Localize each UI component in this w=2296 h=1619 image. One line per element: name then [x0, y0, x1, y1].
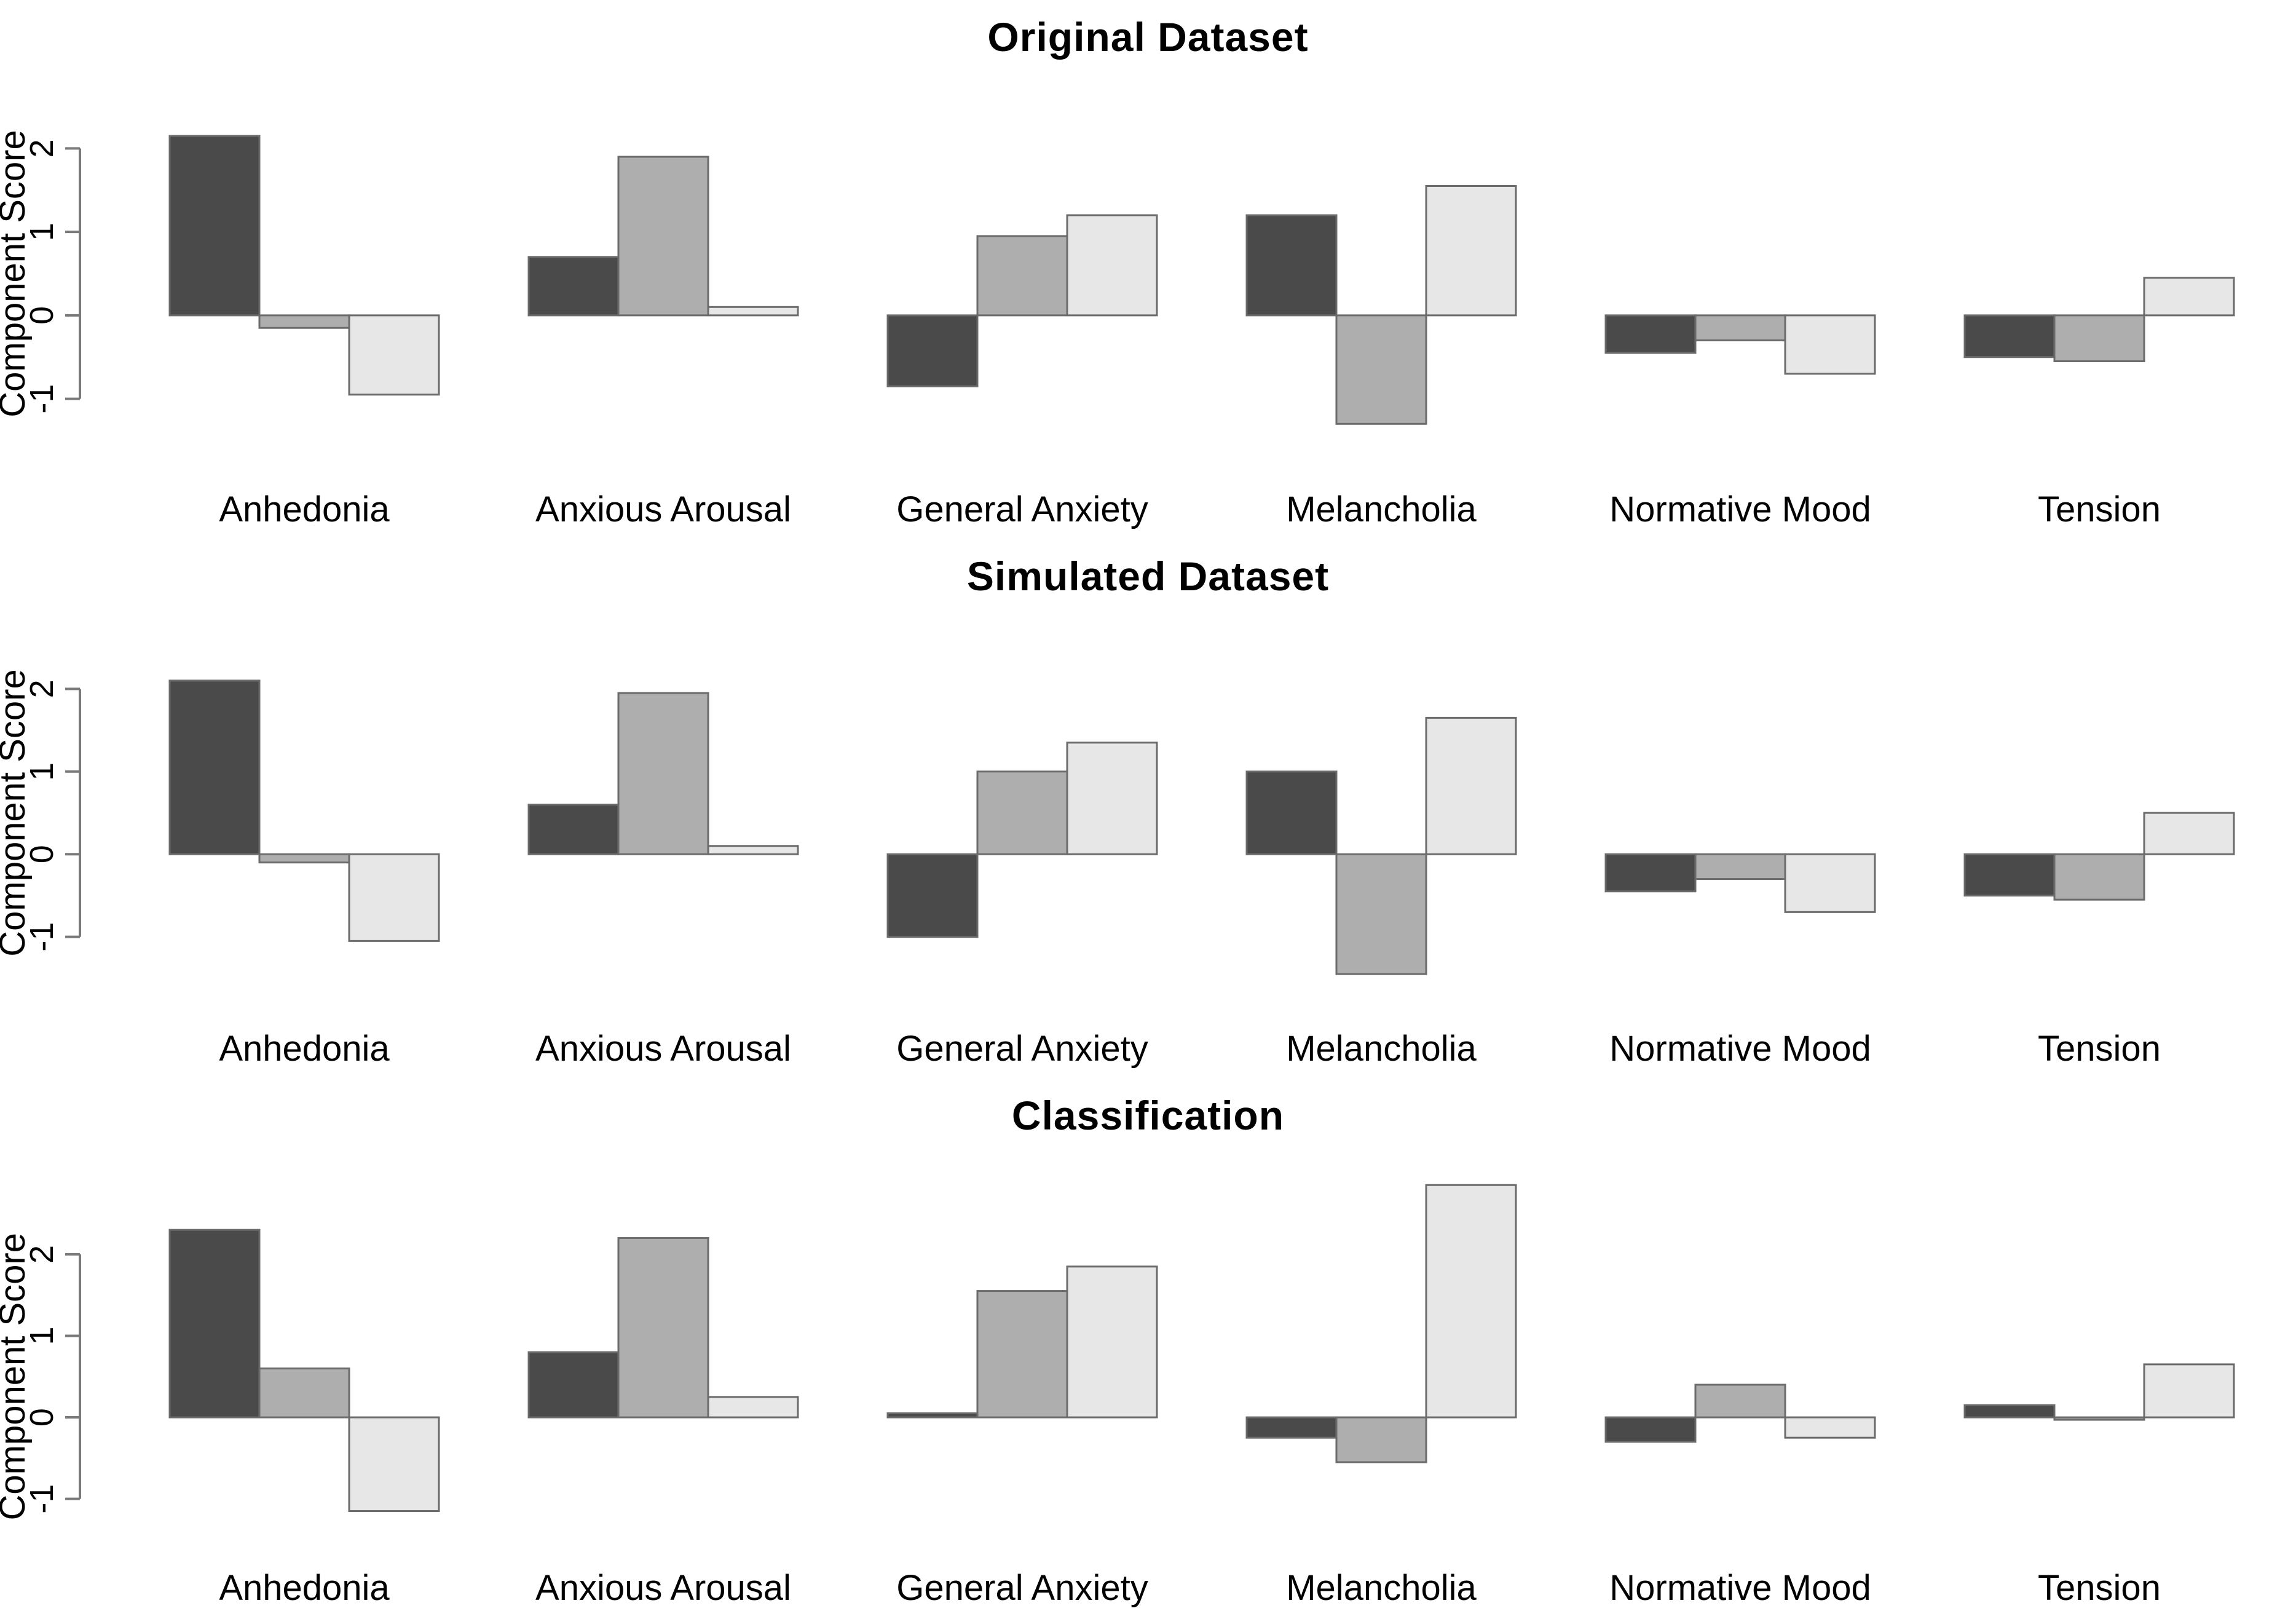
bar-anhedonia-medium-gray — [258, 314, 350, 329]
bar-melancholia-medium-gray — [1335, 1416, 1427, 1463]
bar-anhedonia-dark-gray — [168, 1229, 261, 1419]
bar-tension-dark-gray — [1963, 1404, 2056, 1419]
category-label: General Anxiety — [896, 1568, 1148, 1608]
bar-normative-mood-dark-gray — [1604, 1416, 1697, 1443]
bar-normative-mood-medium-gray — [1694, 1383, 1786, 1419]
bar-anhedonia-light-gray — [348, 1416, 440, 1512]
bar-anhedonia-light-gray — [348, 853, 440, 942]
bar-anxious-arousal-light-gray — [707, 845, 799, 855]
bar-normative-mood-medium-gray — [1694, 853, 1786, 881]
bar-general-anxiety-medium-gray — [976, 1290, 1068, 1419]
bar-tension-dark-gray — [1963, 853, 2056, 897]
panel-title-simulated: Simulated Dataset — [966, 553, 1330, 599]
category-label: Normative Mood — [1609, 489, 1871, 529]
y-axis-tick-label: 1 — [23, 1326, 60, 1345]
y-axis-tick-label: -1 — [23, 1484, 60, 1514]
bar-anxious-arousal-dark-gray — [527, 1351, 620, 1419]
bar-melancholia-dark-gray — [1245, 214, 1338, 317]
bar-anhedonia-dark-gray — [168, 679, 261, 855]
category-label: General Anxiety — [896, 489, 1148, 529]
bar-melancholia-light-gray — [1425, 716, 1517, 855]
y-axis-title: Component Score — [0, 130, 33, 417]
bar-tension-medium-gray — [2053, 1416, 2145, 1421]
bar-general-anxiety-medium-gray — [976, 770, 1068, 855]
y-axis-tick-label: 0 — [23, 306, 60, 325]
bar-general-anxiety-dark-gray — [886, 853, 979, 938]
bar-anxious-arousal-light-gray — [707, 1396, 799, 1419]
category-label: Normative Mood — [1609, 1029, 1871, 1069]
bar-melancholia-dark-gray — [1245, 770, 1338, 855]
bar-melancholia-light-gray — [1425, 185, 1517, 317]
y-axis-tick-label: 0 — [23, 1408, 60, 1427]
bar-general-anxiety-light-gray — [1066, 214, 1158, 317]
y-axis-tick-label: -1 — [23, 384, 60, 414]
bar-normative-mood-dark-gray — [1604, 314, 1697, 354]
y-axis-tick-label: 2 — [23, 1245, 60, 1264]
bar-anhedonia-medium-gray — [258, 853, 350, 864]
bar-anxious-arousal-medium-gray — [617, 1237, 709, 1419]
bar-anhedonia-dark-gray — [168, 135, 261, 317]
bar-anxious-arousal-dark-gray — [527, 256, 620, 317]
category-label: Anxious Arousal — [535, 489, 791, 529]
bar-general-anxiety-dark-gray — [886, 314, 979, 387]
bar-anxious-arousal-medium-gray — [617, 156, 709, 317]
category-label: Tension — [2038, 489, 2161, 529]
bar-tension-light-gray — [2143, 277, 2235, 317]
bar-general-anxiety-light-gray — [1066, 742, 1158, 855]
category-label: Melancholia — [1286, 1568, 1477, 1608]
category-label: Anhedonia — [219, 489, 390, 529]
bar-anxious-arousal-medium-gray — [617, 692, 709, 855]
bar-normative-mood-light-gray — [1784, 314, 1876, 375]
bar-tension-medium-gray — [2053, 853, 2145, 901]
bar-anxious-arousal-dark-gray — [527, 804, 620, 855]
bar-normative-mood-light-gray — [1784, 1416, 1876, 1439]
bar-tension-medium-gray — [2053, 314, 2145, 363]
bar-melancholia-medium-gray — [1335, 314, 1427, 425]
y-axis-tick-label: 2 — [23, 139, 60, 157]
bar-tension-dark-gray — [1963, 314, 2056, 358]
panel-title-original: Original Dataset — [987, 14, 1309, 60]
bar-normative-mood-dark-gray — [1604, 853, 1697, 893]
category-label: Anxious Arousal — [535, 1029, 791, 1069]
bar-anhedonia-medium-gray — [258, 1368, 350, 1419]
bar-general-anxiety-dark-gray — [886, 1412, 979, 1419]
bar-melancholia-medium-gray — [1335, 853, 1427, 975]
category-label: Melancholia — [1286, 489, 1477, 529]
bar-tension-light-gray — [2143, 1363, 2235, 1419]
bar-general-anxiety-light-gray — [1066, 1265, 1158, 1419]
category-label: Tension — [2038, 1568, 2161, 1608]
bar-normative-mood-medium-gray — [1694, 314, 1786, 342]
bar-melancholia-light-gray — [1425, 1184, 1517, 1419]
y-axis-tick-label: 2 — [23, 679, 60, 698]
category-label: Tension — [2038, 1029, 2161, 1069]
y-axis-tick-label: 1 — [23, 223, 60, 241]
bar-general-anxiety-medium-gray — [976, 235, 1068, 317]
bar-normative-mood-light-gray — [1784, 853, 1876, 913]
bar-anhedonia-light-gray — [348, 314, 440, 396]
category-label: Melancholia — [1286, 1029, 1477, 1069]
category-label: General Anxiety — [896, 1029, 1148, 1069]
y-axis-tick-label: -1 — [23, 922, 60, 952]
panel-title-classification: Classification — [1011, 1093, 1285, 1138]
y-axis-tick-label: 1 — [23, 762, 60, 781]
bar-anxious-arousal-light-gray — [707, 306, 799, 317]
bar-melancholia-dark-gray — [1245, 1416, 1338, 1439]
category-label: Normative Mood — [1609, 1568, 1871, 1608]
category-label: Anxious Arousal — [535, 1568, 791, 1608]
y-axis-title: Component Score — [0, 669, 33, 956]
category-label: Anhedonia — [219, 1029, 390, 1069]
y-axis-tick-label: 0 — [23, 845, 60, 863]
y-axis-title: Component Score — [0, 1233, 33, 1520]
bar-tension-light-gray — [2143, 812, 2235, 855]
category-label: Anhedonia — [219, 1568, 390, 1608]
